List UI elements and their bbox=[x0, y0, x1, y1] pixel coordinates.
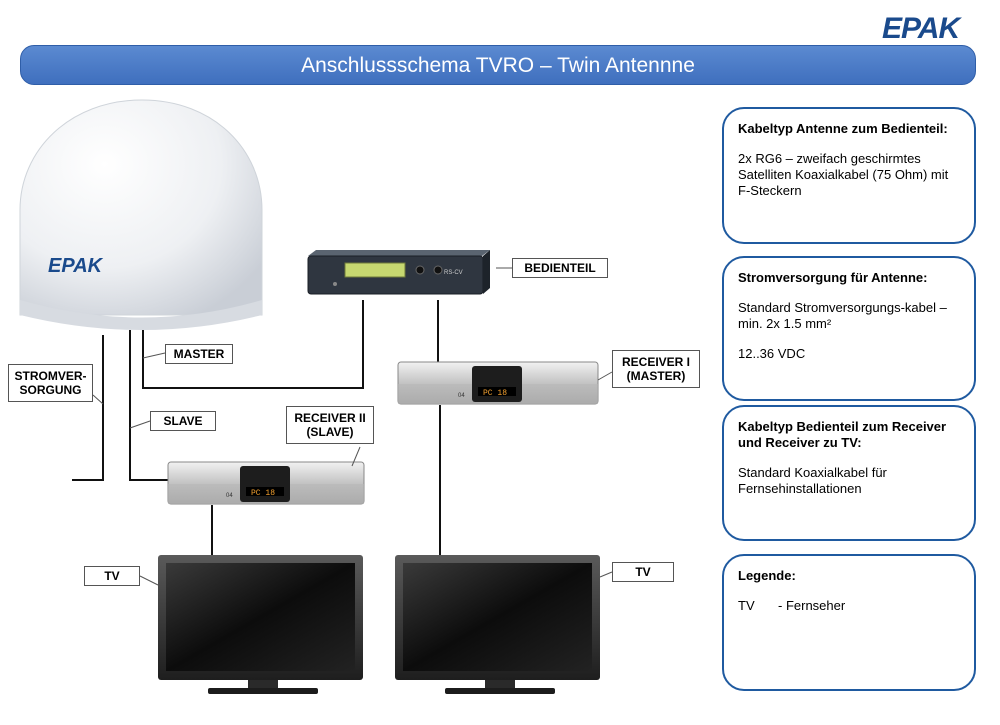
legend-desc: - Fernseher bbox=[778, 598, 846, 613]
label-stromversorgung: STROMVER- SORGUNG bbox=[8, 364, 93, 402]
svg-text:RS-CV: RS-CV bbox=[444, 270, 463, 276]
legend-abbr: TV bbox=[738, 598, 755, 613]
receiver-1-display: PC 18 bbox=[483, 389, 507, 398]
label-stromversorgung-line1: STROMVER- bbox=[14, 369, 87, 383]
brand-logo-text: EPAK bbox=[882, 12, 962, 44]
panel-cable-receiver-heading: Kabeltyp Bedienteil zum Receiver und Rec… bbox=[738, 419, 947, 450]
label-slave: SLAVE bbox=[150, 411, 216, 431]
panel-power-supply-heading: Stromversorgung für Antenne: bbox=[738, 270, 928, 285]
tv-left-device bbox=[158, 555, 363, 694]
panel-power-supply-voltage: 12..36 VDC bbox=[738, 346, 806, 361]
panel-power-supply-body: Standard Stromversorgungs-kabel – min. 2… bbox=[738, 300, 947, 331]
receiver-2-display: PC 18 bbox=[251, 489, 275, 498]
cables bbox=[72, 300, 441, 555]
label-tv-right: TV bbox=[612, 562, 674, 582]
panel-cable-antenna-body: 2x RG6 – zweifach geschirmtes Satelliten… bbox=[738, 151, 949, 198]
title-banner: Anschlussschema TVRO – Twin Antennne bbox=[20, 45, 976, 85]
cable-power bbox=[72, 335, 104, 481]
label-receiver-1-line1: RECEIVER I bbox=[621, 355, 690, 369]
callout-pointers bbox=[92, 267, 613, 586]
legend-row: TV - Fernseher bbox=[738, 598, 962, 614]
receiver-1-device: PC 18 04 bbox=[397, 361, 599, 405]
label-master: MASTER bbox=[165, 344, 233, 364]
panel-legend: Legende: TV - Fernseher bbox=[722, 554, 976, 691]
panel-power-supply: Stromversorgung für Antenne: Standard St… bbox=[722, 256, 976, 401]
panel-cable-receiver-body: Standard Koaxialkabel für Fernsehinstall… bbox=[738, 465, 887, 496]
label-tv-left: TV bbox=[84, 566, 140, 586]
tv-right-device bbox=[395, 555, 600, 694]
label-bedienteil: BEDIENTEIL bbox=[512, 258, 608, 278]
svg-text:04: 04 bbox=[226, 493, 233, 499]
svg-text:04: 04 bbox=[458, 393, 465, 399]
page-title: Anschlussschema TVRO – Twin Antennne bbox=[301, 54, 695, 77]
panel-cable-receiver: Kabeltyp Bedienteil zum Receiver und Rec… bbox=[722, 405, 976, 541]
label-stromversorgung-line2: SORGUNG bbox=[19, 383, 82, 397]
label-receiver-2: RECEIVER II (SLAVE) bbox=[286, 406, 374, 444]
bedienteil-device: RS-CV bbox=[307, 250, 490, 295]
label-receiver-2-line1: RECEIVER II bbox=[294, 411, 366, 425]
panel-cable-antenna: Kabeltyp Antenne zum Bedienteil: 2x RG6 … bbox=[722, 107, 976, 244]
antenna-logo: EPAK bbox=[48, 255, 104, 277]
cable-slave bbox=[129, 330, 170, 481]
receiver-2-device: PC 18 04 bbox=[167, 461, 365, 505]
label-receiver-1: RECEIVER I (MASTER) bbox=[612, 350, 700, 388]
brand-logo: EPAK bbox=[882, 12, 963, 44]
panel-legend-heading: Legende: bbox=[738, 568, 796, 583]
label-receiver-2-line2: (SLAVE) bbox=[306, 425, 354, 439]
antenna-dome: EPAK bbox=[19, 99, 263, 330]
panel-cable-antenna-heading: Kabeltyp Antenne zum Bedienteil: bbox=[738, 121, 948, 136]
cable-master bbox=[142, 300, 364, 389]
label-receiver-1-line2: (MASTER) bbox=[626, 369, 686, 383]
